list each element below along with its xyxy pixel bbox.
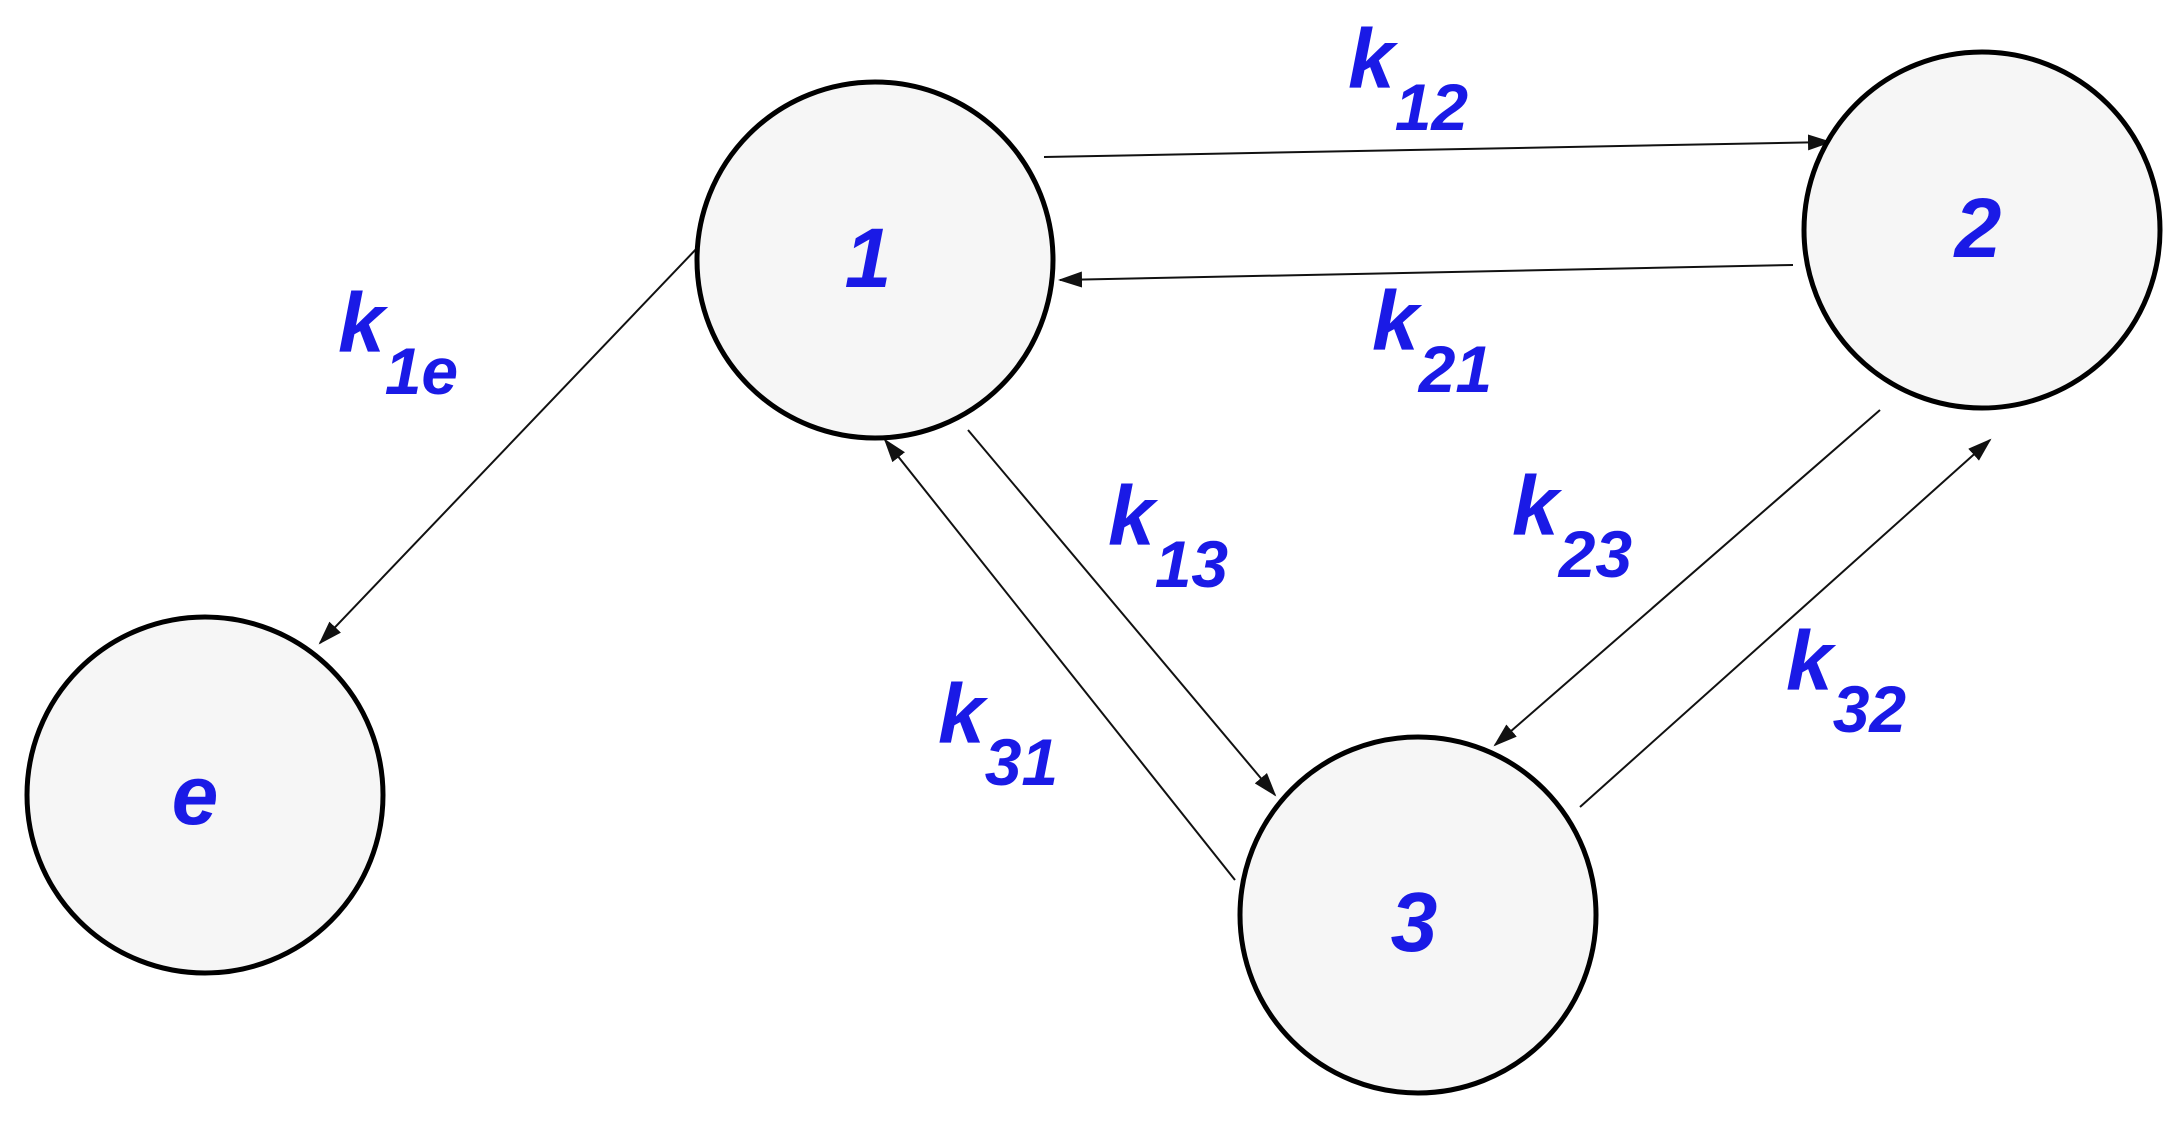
- edge-label-k13-sub: 13: [1155, 527, 1228, 601]
- node-1[interactable]: 1: [694, 79, 1056, 441]
- node-e[interactable]: e: [24, 614, 386, 976]
- node-1-label: 1: [845, 211, 892, 305]
- edge-label-k31-sub: 31: [985, 725, 1058, 799]
- edge-label-k32: k32: [1786, 614, 1906, 746]
- edge-label-k1e-base: k: [338, 276, 389, 370]
- edge-1-to-e: [318, 244, 701, 645]
- node-1-circle: [694, 79, 1056, 441]
- edge-label-k23-base: k: [1512, 459, 1563, 553]
- edge-3-to-2: [1579, 438, 1992, 808]
- edge-label-k13: k13: [1108, 469, 1228, 601]
- edge-labels: k12 k21 k1e k13 k31 k23 k32: [338, 12, 1906, 799]
- edge-label-k12-sub: 12: [1395, 70, 1469, 144]
- node-3-circle: [1237, 734, 1599, 1096]
- edge-3-to-1: [883, 438, 1236, 881]
- edge-label-k23: k23: [1512, 459, 1632, 591]
- node-3[interactable]: 3: [1237, 734, 1599, 1096]
- node-2-circle: [1801, 49, 2163, 411]
- edge-label-k1e-sub: 1e: [385, 334, 458, 408]
- node-3-label: 3: [1391, 875, 1438, 969]
- edge-label-k12: k12: [1348, 12, 1468, 144]
- edge-label-k12-base: k: [1348, 12, 1399, 106]
- edge-label-k31: k31: [938, 667, 1058, 799]
- edge-label-k13-base: k: [1108, 469, 1159, 563]
- edge-2-to-3: [1493, 409, 1881, 747]
- edge-label-k21-base: k: [1372, 274, 1423, 368]
- edge-1-to-3: [967, 429, 1277, 797]
- edge-label-k21-sub: 21: [1417, 332, 1492, 406]
- edge-1-to-2: [1043, 134, 1832, 158]
- edges: [318, 134, 1992, 881]
- node-2[interactable]: 2: [1801, 49, 2163, 411]
- node-e-circle: [24, 614, 386, 976]
- node-2-label: 2: [1953, 181, 2002, 275]
- edge-2-to-1: [1058, 264, 1794, 288]
- edge-label-k23-sub: 23: [1557, 517, 1632, 591]
- edge-label-k1e: k1e: [338, 276, 458, 408]
- edge-label-k31-base: k: [938, 667, 989, 761]
- edge-label-k21: k21: [1372, 274, 1492, 406]
- edge-label-k32-sub: 32: [1833, 672, 1907, 746]
- node-e-label: e: [172, 748, 219, 842]
- edge-label-k32-base: k: [1786, 614, 1837, 708]
